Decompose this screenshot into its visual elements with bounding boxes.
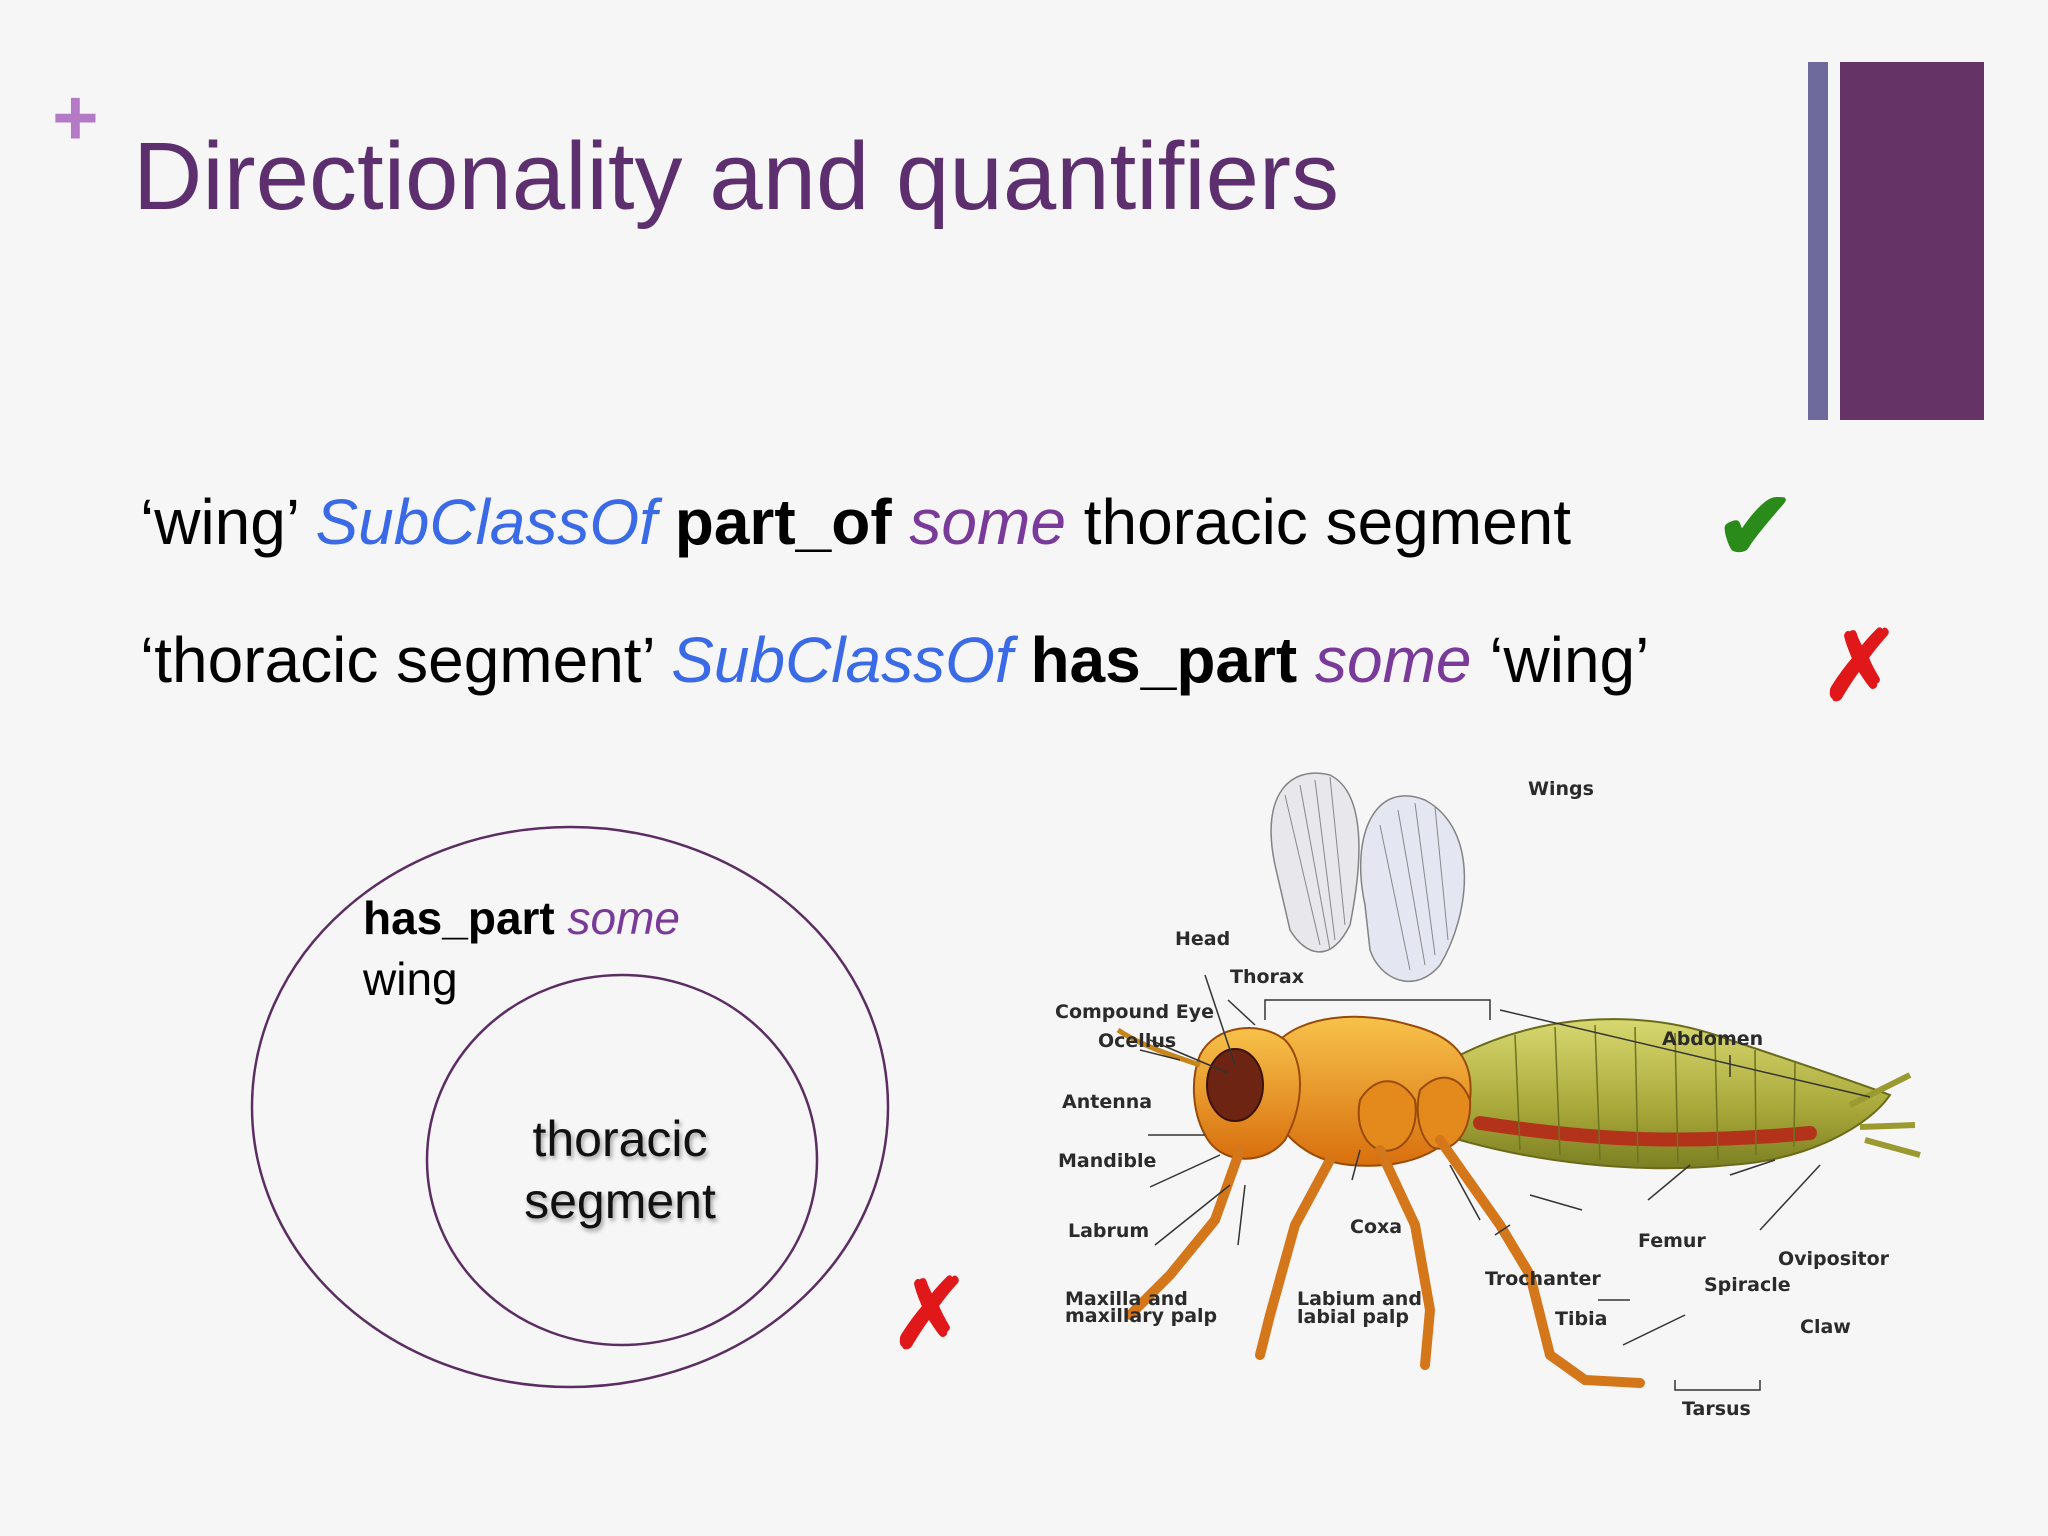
inner-set-label: thoracic segment (510, 1108, 730, 1232)
property-name: has_part (1030, 624, 1298, 696)
compound-eye (1206, 1048, 1264, 1122)
coxa-hind (1416, 1076, 1472, 1150)
statement-class: ‘thoracic segment’ (140, 624, 654, 696)
property-name: part_of (674, 486, 892, 558)
subclassof-keyword: SubClassOf (315, 486, 657, 558)
label-compound-eye: Compound Eye (1055, 1001, 1214, 1023)
outer-property: has_part (363, 892, 555, 944)
subclassof-keyword: SubClassOf (671, 624, 1013, 696)
cross-icon: ✗ (890, 1261, 971, 1368)
wings (1270, 772, 1466, 983)
statement-1: ‘wing’ SubClassOf part_of some thoracic … (140, 485, 1571, 559)
label-spiracle: Spiracle (1704, 1274, 1791, 1296)
label-head: Head (1175, 928, 1230, 950)
outer-quantifier: some (567, 892, 681, 944)
label-ocellus: Ocellus (1098, 1030, 1176, 1052)
slide-title: Directionality and quantifiers (133, 123, 1339, 230)
insect-anatomy-diagram: Wings Head Thorax Compound Eye Ocellus A… (1055, 772, 1921, 1420)
decorative-bar-thin (1808, 62, 1828, 420)
label-labium-line2: labial palp (1297, 1306, 1409, 1328)
inner-label-line1: thoracic (532, 1111, 708, 1167)
label-trochanter: Trochanter (1485, 1268, 1601, 1290)
label-coxa: Coxa (1350, 1216, 1402, 1238)
statement-class: ‘wing’ (140, 486, 298, 558)
label-wings: Wings (1528, 778, 1594, 800)
label-maxilla-line2: maxillary palp (1065, 1305, 1217, 1327)
legs (1125, 1135, 1645, 1388)
check-icon: ✔ (1715, 473, 1796, 580)
statement-filler: ‘wing’ (1489, 624, 1650, 696)
label-labrum: Labrum (1068, 1220, 1149, 1242)
label-ovipositor: Ovipositor (1778, 1248, 1890, 1270)
label-labium-line1: Labium and (1297, 1288, 1422, 1310)
ovipositor (1848, 1072, 1921, 1158)
venn-diagram (250, 825, 890, 1389)
label-claw: Claw (1800, 1316, 1851, 1338)
label-abdomen: Abdomen (1662, 1028, 1763, 1050)
label-antenna: Antenna (1062, 1091, 1152, 1113)
inner-circle (425, 973, 819, 1347)
label-thorax: Thorax (1230, 966, 1304, 988)
label-mandible: Mandible (1058, 1150, 1156, 1172)
label-maxilla-line1: Maxilla and (1065, 1288, 1188, 1310)
antenna (1116, 1027, 1201, 1068)
label-tibia: Tibia (1555, 1308, 1607, 1330)
quantifier-keyword: some (1315, 624, 1472, 696)
insect-labels: Wings Head Thorax Compound Eye Ocellus A… (1055, 778, 1890, 1420)
cross-icon: ✗ (1820, 613, 1901, 720)
outer-circle (250, 825, 890, 1389)
statement-2: ‘thoracic segment’ SubClassOf has_part s… (140, 623, 1649, 697)
label-femur: Femur (1638, 1230, 1706, 1252)
outer-filler: wing (363, 953, 458, 1005)
leader-lines (1139, 974, 1871, 1391)
statement-filler: thoracic segment (1083, 486, 1572, 558)
inner-label-line2: segment (524, 1173, 716, 1229)
outer-set-label: has_part some wing (363, 888, 680, 1010)
decorative-bar-wide (1840, 62, 1984, 420)
coxa (1357, 1080, 1417, 1152)
label-tarsus: Tarsus (1682, 1398, 1751, 1420)
plus-icon: + (52, 73, 99, 162)
quantifier-keyword: some (909, 486, 1066, 558)
